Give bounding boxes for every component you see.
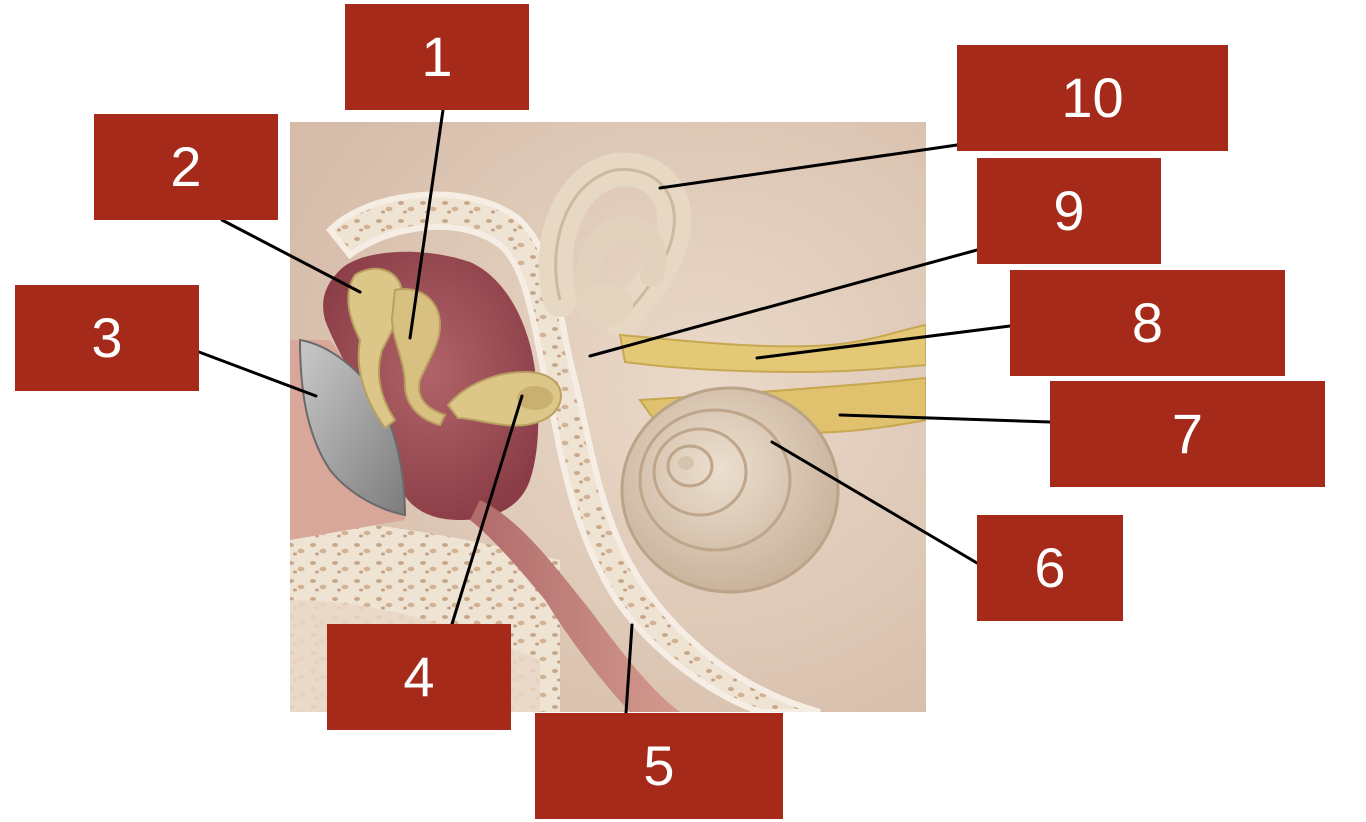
leader-line-6 <box>770 440 979 565</box>
label-box-1: 1 <box>345 4 529 110</box>
leader-line-2 <box>220 218 362 294</box>
leader-line-4 <box>450 394 524 626</box>
auditory-tube <box>470 500 680 712</box>
label-box-10: 10 <box>957 45 1228 151</box>
label-box-8: 8 <box>1010 270 1285 376</box>
leader-line-1 <box>408 108 445 340</box>
incus <box>390 288 447 427</box>
label-box-5: 5 <box>535 713 783 819</box>
label-box-7: 7 <box>1050 381 1325 487</box>
leader-line-8 <box>755 324 1012 360</box>
leader-line-9 <box>588 248 979 358</box>
label-box-3: 3 <box>15 285 199 391</box>
leader-line-5 <box>624 623 634 715</box>
leader-lines <box>197 108 1052 715</box>
semicircular-canals <box>538 152 692 337</box>
label-box-2: 2 <box>94 114 278 220</box>
stapes <box>446 370 562 427</box>
vestibular-nerve <box>618 323 926 374</box>
label-box-6: 6 <box>977 515 1123 621</box>
label-box-9: 9 <box>977 158 1161 264</box>
leader-line-10 <box>658 143 959 190</box>
leader-line-7 <box>838 413 1052 424</box>
leader-line-3 <box>197 350 318 398</box>
cochlea <box>620 386 840 594</box>
ossicles <box>347 267 562 430</box>
stapes-footplate <box>517 386 553 410</box>
tympanic-membrane <box>298 338 407 517</box>
label-box-4: 4 <box>327 624 511 730</box>
